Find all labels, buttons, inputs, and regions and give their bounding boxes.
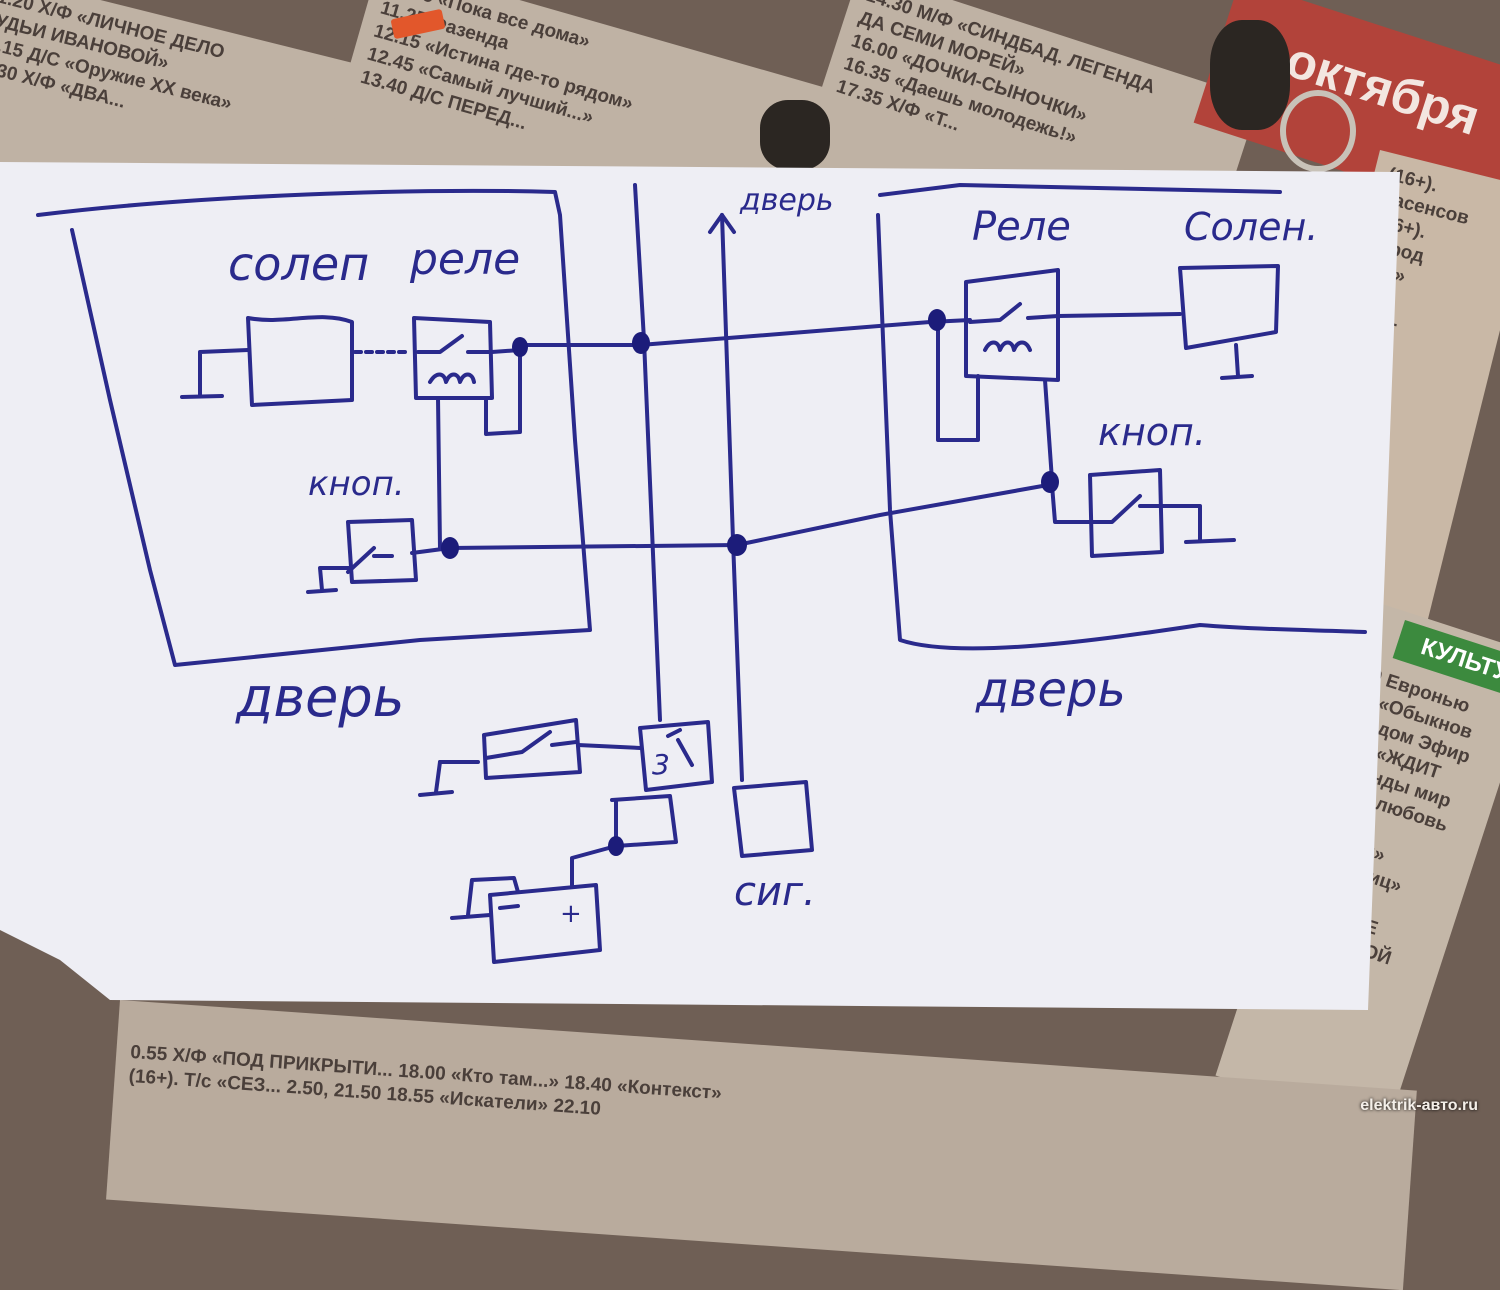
right-button-contact <box>1090 494 1162 524</box>
left-relay-label: реле <box>409 234 520 285</box>
switch-number-label: 3 <box>652 748 670 781</box>
battery-minus-mark <box>498 904 520 910</box>
top-arrow-label: дверь <box>739 183 834 218</box>
right-button-ground <box>1158 504 1236 544</box>
left-relay-feedback <box>484 348 522 436</box>
right-button-body <box>1088 468 1164 558</box>
signal-label: сиг. <box>734 869 816 915</box>
dark-object <box>1210 20 1290 130</box>
right-solenoid-ground <box>1220 343 1254 380</box>
junction-dot <box>928 309 946 331</box>
signal-box <box>732 780 814 858</box>
battery-plus-label: + <box>560 899 582 929</box>
junction-dots <box>441 309 1059 856</box>
metal-ring <box>1280 90 1356 172</box>
left-button-contact <box>346 546 394 574</box>
diagram-labels: солеп реле кноп. дверь дверь Реле Солен.… <box>228 183 1318 929</box>
dark-object <box>760 100 830 170</box>
left-relay-coil <box>428 372 476 384</box>
top-bus-wire <box>518 318 972 347</box>
junction-dot <box>727 534 747 556</box>
left-door-outline <box>36 188 592 667</box>
junction-dot <box>632 332 650 354</box>
junction-dot <box>608 836 624 856</box>
left-button-ground <box>306 566 352 594</box>
changeover-switch-contact <box>666 728 694 767</box>
right-relay-body <box>964 268 1060 382</box>
ground-switch-contact <box>484 730 578 760</box>
right-solenoid-body <box>1178 264 1280 350</box>
right-door-outline <box>876 183 1367 651</box>
junction-dot <box>1041 471 1059 493</box>
wiring-diagram-sheet: солеп реле кноп. дверь дверь Реле Солен.… <box>0 162 1400 1010</box>
left-solenoid-body <box>246 315 354 407</box>
right-relay-label: Реле <box>972 204 1071 250</box>
ground-switch-wire <box>576 743 642 750</box>
right-relay-to-button <box>1043 378 1054 482</box>
left-button-label: кноп. <box>308 464 405 504</box>
bottom-bus-wire <box>448 483 1050 550</box>
right-button-label: кноп. <box>1098 410 1206 454</box>
right-button-wire <box>1050 483 1094 524</box>
right-relay-coil <box>983 340 1032 352</box>
right-door-label: дверь <box>975 662 1126 718</box>
left-relay-body <box>412 316 494 400</box>
ground-switch-ground <box>418 760 454 797</box>
junction-dot <box>512 337 528 357</box>
battery-wire-loop <box>610 794 678 848</box>
paper-sheet <box>0 162 1400 1010</box>
left-solenoid-ground <box>180 348 250 399</box>
battery-body <box>488 883 602 964</box>
up-arrow-head <box>708 213 736 234</box>
battery-ground <box>450 876 520 920</box>
left-button-body <box>346 518 418 584</box>
junction-dot <box>441 537 459 559</box>
right-relay-feedback <box>936 320 980 442</box>
ground-switch-body <box>438 718 582 780</box>
changeover-switch-body <box>638 720 714 792</box>
right-relay-switch <box>968 302 1060 324</box>
left-solenoid-label: солеп <box>228 237 369 291</box>
left-relay-to-button <box>436 396 442 550</box>
watermark: elektrik-авто.ru <box>1360 1097 1478 1114</box>
right-solenoid-label: Солен. <box>1184 205 1318 249</box>
right-solenoid-link <box>1056 312 1182 318</box>
battery-plus-wire <box>570 844 618 887</box>
left-relay-switch <box>416 334 494 354</box>
left-door-label: дверь <box>235 666 405 729</box>
